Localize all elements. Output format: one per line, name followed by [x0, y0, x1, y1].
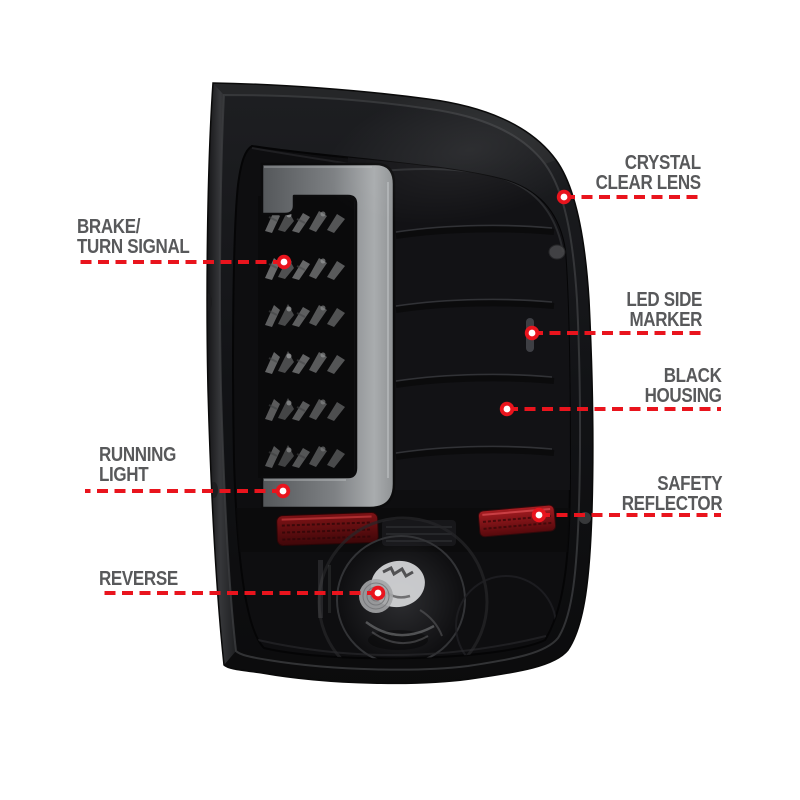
callout-dots — [275, 189, 572, 601]
mounting-tab — [207, 293, 212, 311]
callout-dot-black-housing — [499, 401, 515, 417]
mounting-screw — [548, 244, 566, 260]
callout-dot-reverse — [370, 585, 386, 601]
callout-label-running-light: RUNNING LIGHT — [99, 444, 176, 486]
callout-label-brake-turn-signal: BRAKE/ TURN SIGNAL — [77, 216, 190, 258]
callout-label-crystal-clear-lens: CRYSTAL CLEAR LENS — [595, 152, 702, 194]
callout-dot-safety-reflector — [531, 507, 547, 523]
housing-left-bevel — [207, 83, 236, 665]
callout-dot-crystal-clear-lens — [556, 189, 572, 205]
callout-label-safety-reflector: SAFETY REFLECTOR — [621, 473, 722, 515]
callout-dot-led-side-marker — [524, 325, 540, 341]
callout-label-reverse: REVERSE — [99, 568, 178, 590]
callout-label-led-side-marker: LED SIDE MARKER — [626, 289, 702, 331]
lens-horizontal-ribs — [395, 224, 555, 460]
callout-lines — [75, 195, 721, 595]
callout-dot-running-light — [275, 483, 291, 499]
reverse-light-assembly — [317, 516, 557, 659]
tail-light-housing — [206, 82, 594, 685]
callout-dot-brake-turn-signal — [276, 254, 292, 270]
safety-reflector-left — [276, 511, 379, 547]
led-cluster-panel — [258, 196, 354, 478]
callout-label-black-housing: BLACK HOUSING — [645, 365, 722, 407]
